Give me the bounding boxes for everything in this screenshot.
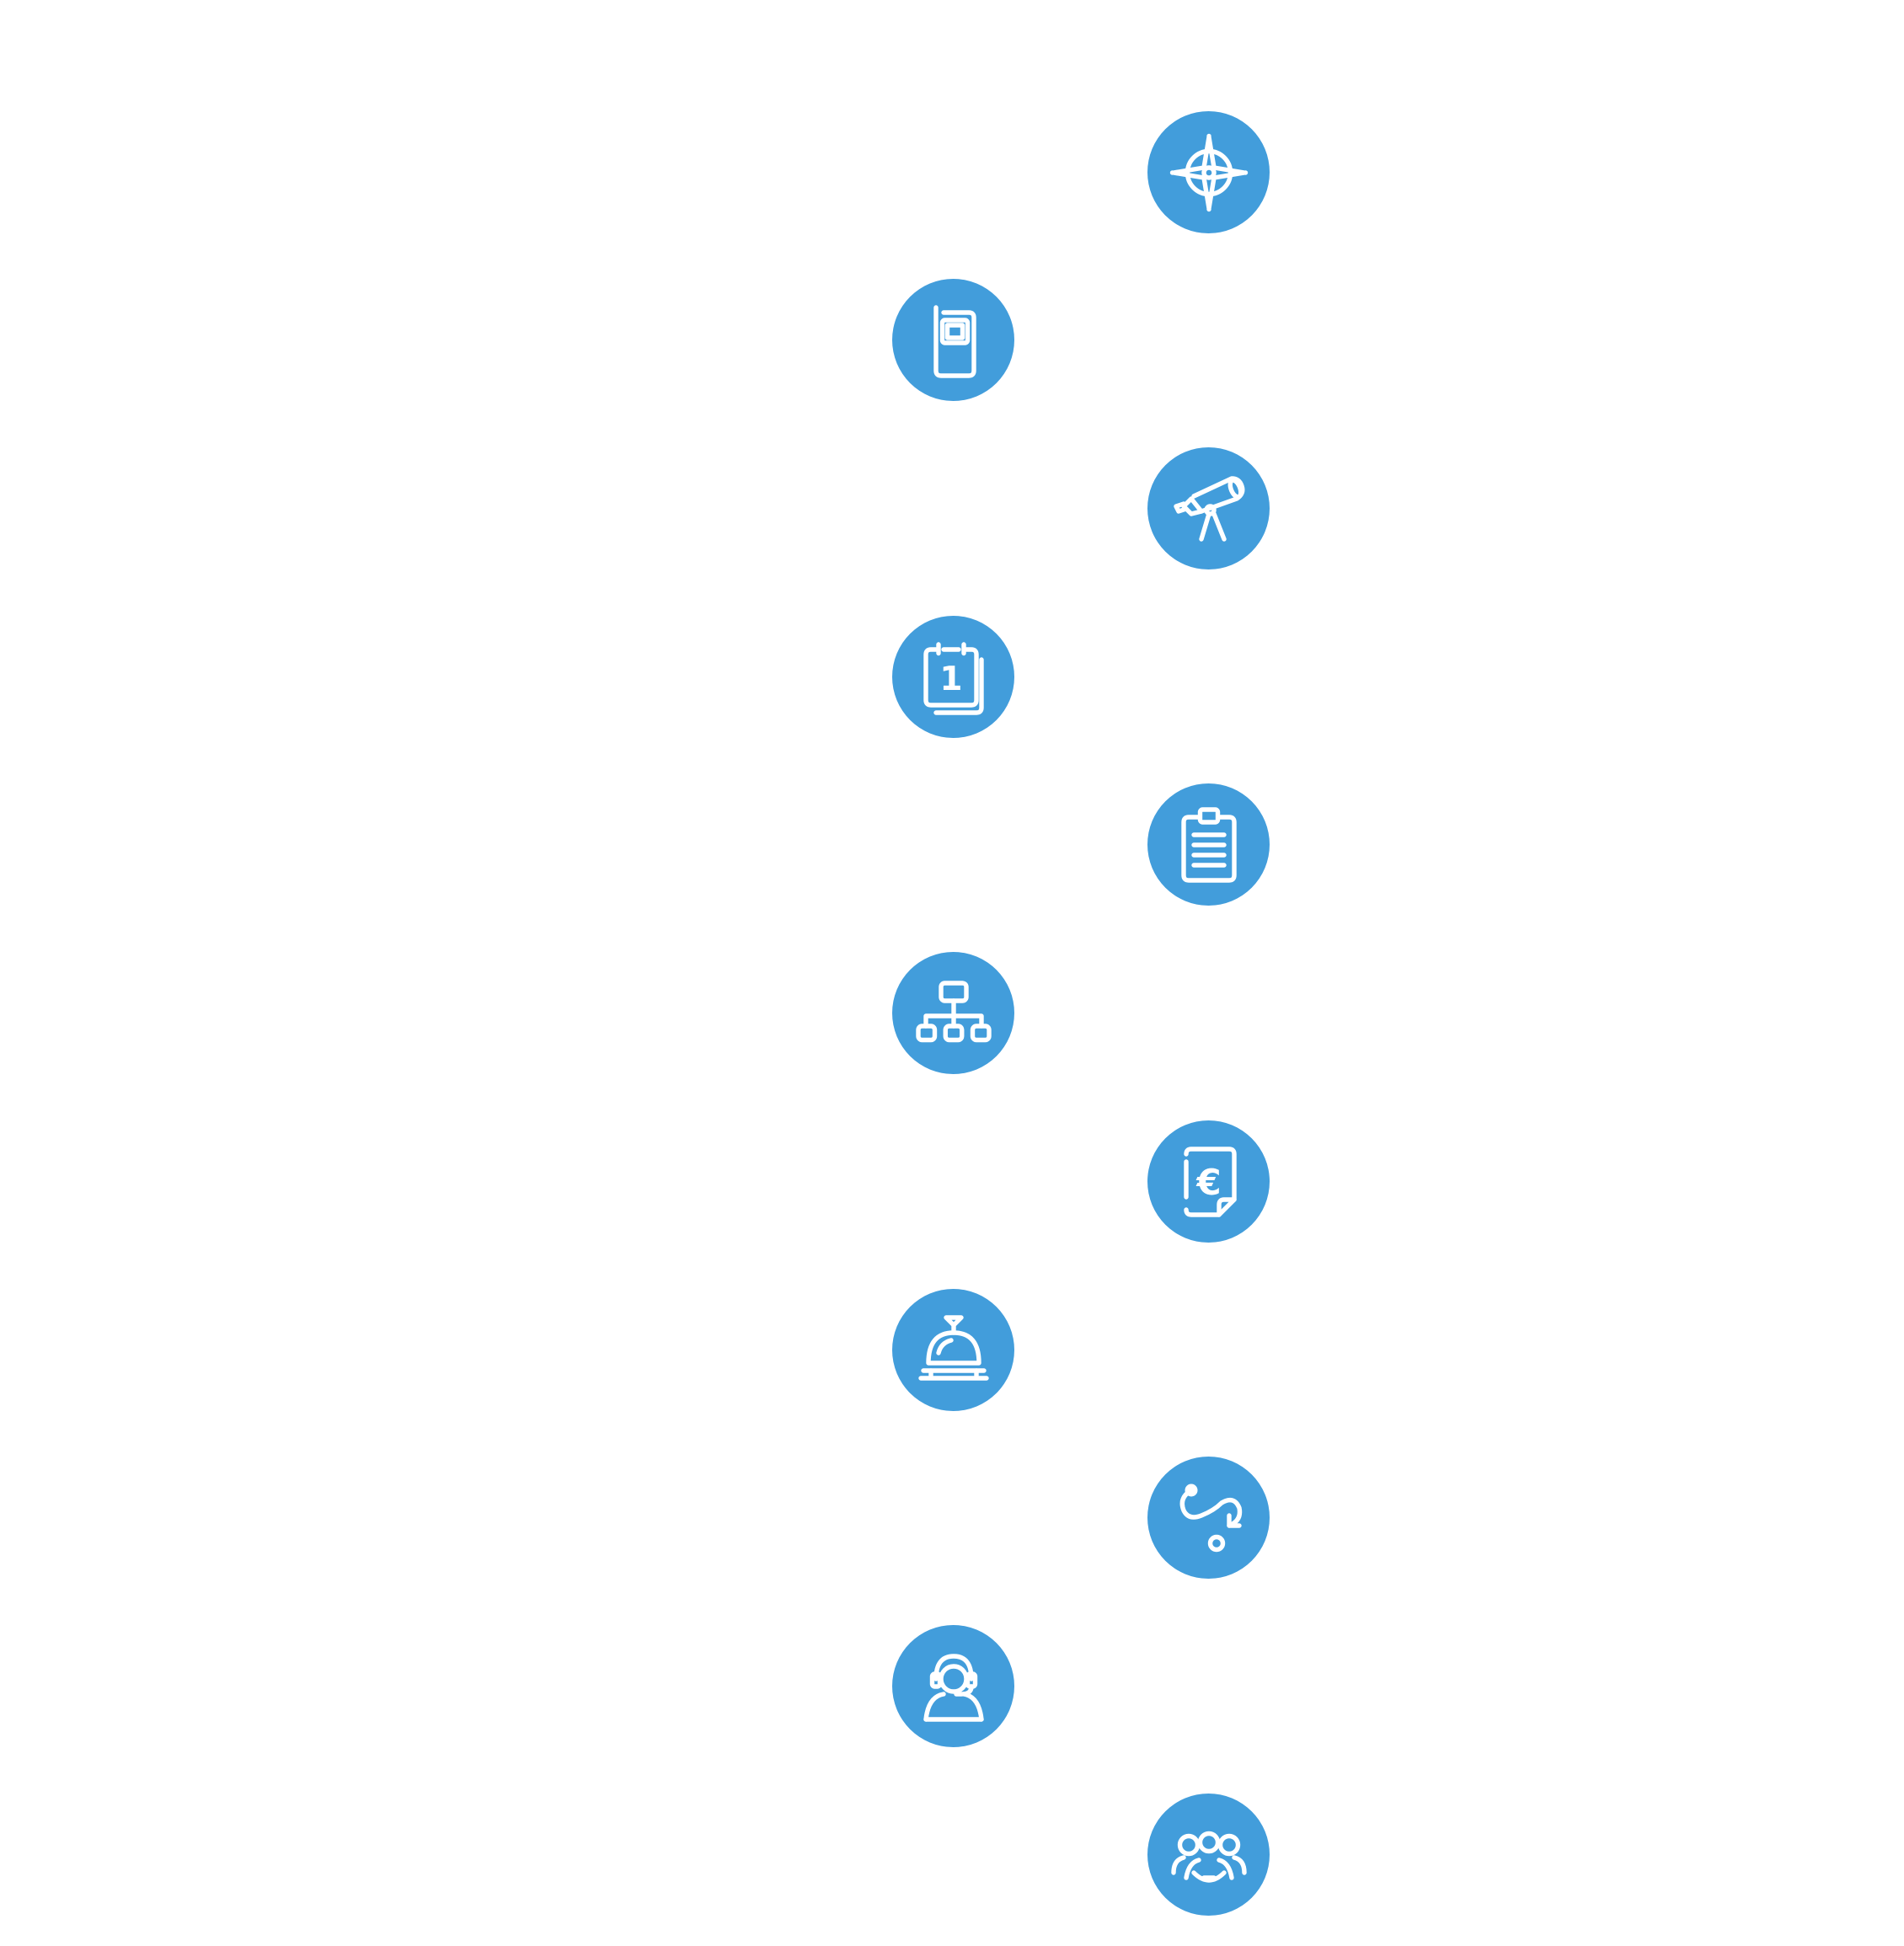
compass-icon xyxy=(1169,133,1248,211)
timeline-step-telescope[interactable] xyxy=(1147,447,1270,569)
euro-invoice-icon: € xyxy=(1183,1146,1237,1217)
timeline-step-route[interactable] xyxy=(1147,1457,1270,1579)
calendar-icon: 1 xyxy=(923,641,984,715)
route-icon xyxy=(1179,1484,1242,1552)
org-chart-icon xyxy=(915,980,992,1042)
calendar-day-glyph: 1 xyxy=(939,660,962,698)
timeline-step-calendar[interactable]: 1 xyxy=(892,616,1014,738)
timeline-step-compass[interactable] xyxy=(1147,111,1270,233)
timeline-step-service-bell[interactable] xyxy=(892,1289,1014,1411)
mobile-device-icon xyxy=(933,304,976,378)
service-bell-icon xyxy=(917,1314,989,1381)
timeline-step-clipboard[interactable] xyxy=(1147,783,1270,906)
euro-glyph: € xyxy=(1195,1162,1221,1203)
clipboard-icon xyxy=(1180,806,1237,883)
timeline-step-mobile[interactable] xyxy=(892,279,1014,401)
support-agent-icon xyxy=(923,1653,984,1722)
timeline-step-team[interactable] xyxy=(1147,1794,1270,1916)
telescope-icon xyxy=(1173,475,1244,542)
team-icon xyxy=(1170,1831,1247,1883)
timeline-step-euro-invoice[interactable]: € xyxy=(1147,1120,1270,1243)
timeline-step-support-agent[interactable] xyxy=(892,1625,1014,1747)
timeline-step-org-chart[interactable] xyxy=(892,952,1014,1074)
